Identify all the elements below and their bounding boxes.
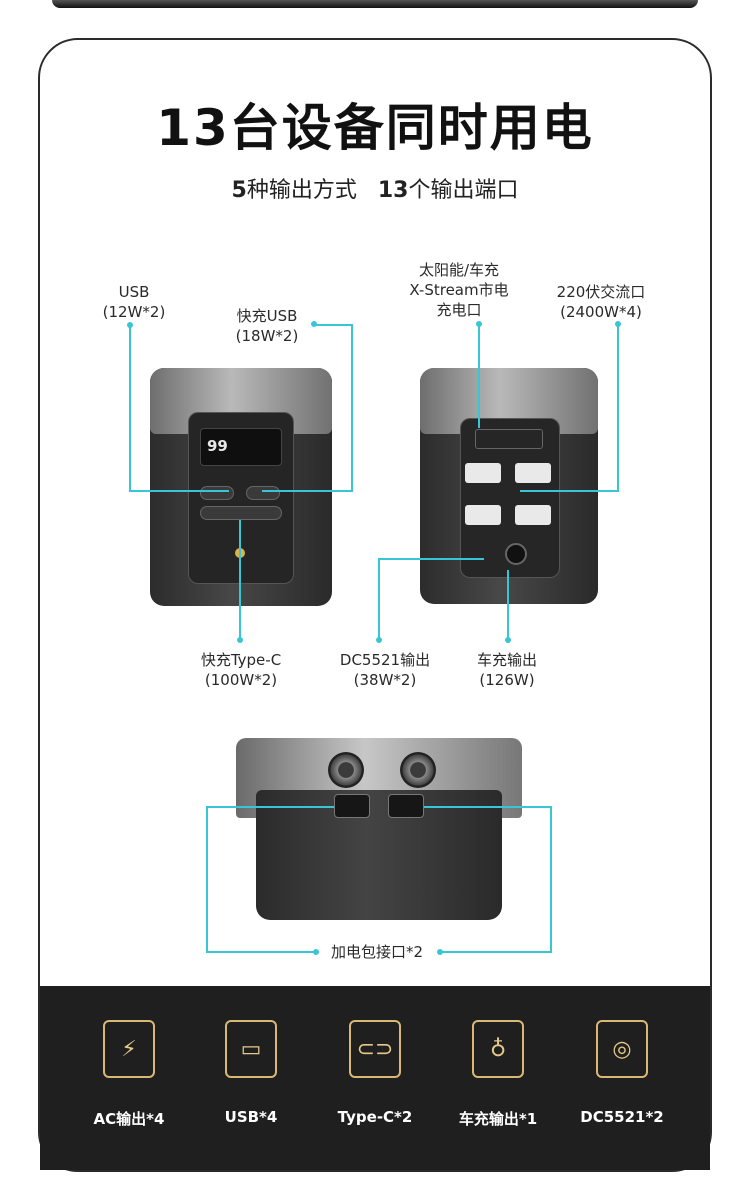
- ac-label: 220伏交流口(2400W*4): [556, 283, 646, 321]
- usb-port-pair: [200, 486, 234, 500]
- car-callout-dot: [505, 637, 511, 643]
- fast-usb-callout-line: [262, 490, 353, 492]
- dc5521-icon: ◎: [596, 1020, 648, 1078]
- type-c-summary-label: Type-C*2: [337, 1108, 413, 1126]
- extra-battery-unit-body: [256, 790, 502, 920]
- fan-icon: [328, 752, 364, 788]
- fast-usb-callout-line: [314, 324, 352, 326]
- extra-callout-line: [206, 806, 334, 808]
- dc5521-callout-line: [378, 558, 380, 640]
- output-mode-count: 5: [231, 178, 247, 203]
- ac-outlet: [515, 505, 551, 525]
- input-port-group: [475, 429, 543, 449]
- solar-callout-line: [478, 324, 480, 428]
- dc5521-callout-line: [378, 558, 484, 560]
- extra-callout-line: [206, 951, 314, 953]
- fast-usb-callout-line: [351, 324, 353, 491]
- ac-outlet: [465, 463, 501, 483]
- type-c-callout-line: [239, 520, 241, 638]
- extra-callout-line: [550, 806, 552, 952]
- extra-battery-port: [334, 794, 370, 818]
- car-charger-icon: ♁: [472, 1020, 524, 1078]
- extra-callout-line: [442, 951, 552, 953]
- extra-callout-dot: [437, 949, 443, 955]
- fan-icon: [400, 752, 436, 788]
- type-c-label: 快充Type-C(100W*2): [200, 651, 282, 689]
- top-bar: [52, 0, 698, 8]
- type-c-port-row: [200, 506, 282, 520]
- ac-outlet-icon: ⚡: [103, 1020, 155, 1078]
- ac-callout-line: [520, 490, 619, 492]
- usb-summary-label: USB*4: [224, 1108, 278, 1126]
- battery-percent: 99: [207, 437, 228, 455]
- type-c-icon: ⊂⊃: [349, 1020, 401, 1078]
- ac-outlet: [515, 463, 551, 483]
- type-c-callout-dot: [237, 637, 243, 643]
- ac-callout-line: [617, 324, 619, 492]
- car-label: 车充输出(126W): [476, 651, 537, 689]
- output-port-text: 个输出端口: [408, 178, 519, 203]
- car-callout-line: [507, 570, 509, 638]
- car-charger-port: [505, 543, 527, 565]
- page-title: 13台设备同时用电: [156, 99, 594, 157]
- subtitle: 5种输出方式 13个输出端口: [0, 172, 750, 204]
- ac-summary-label: AC输出*4: [93, 1110, 165, 1128]
- car-summary-label: 车充输出*1: [458, 1110, 538, 1128]
- dc5521-summary-label: DC5521*2: [580, 1108, 664, 1126]
- ac-outlet: [465, 505, 501, 525]
- back-port-panel: [460, 418, 560, 578]
- fast-usb-label: 快充USB(18W*2): [235, 307, 299, 345]
- extra-callout-line: [424, 806, 552, 808]
- usb-callout-line: [129, 325, 131, 491]
- usb-icon: ▭: [225, 1020, 277, 1078]
- fast-usb-port-pair: [246, 486, 280, 500]
- usb-callout-line: [129, 490, 229, 492]
- output-mode-text: 种输出方式: [246, 178, 357, 203]
- extra-callout-line: [206, 806, 208, 952]
- front-display-screen: 99: [200, 428, 282, 466]
- dc5521-label: DC5521输出(38W*2): [339, 651, 431, 689]
- extra-battery-label: 加电包接口*2: [330, 943, 424, 961]
- feature-card: [38, 38, 712, 1172]
- output-port-count: 13: [377, 178, 409, 203]
- usb-label: USB(12W*2): [102, 283, 166, 321]
- solar-callout-dot: [476, 321, 482, 327]
- extra-callout-dot: [313, 949, 319, 955]
- extra-battery-port: [388, 794, 424, 818]
- port-summary-strip: ⚡ AC输出*4 ▭ USB*4 ⊂⊃ Type-C*2 ♁ 车充输出*1 ◎ …: [40, 986, 710, 1170]
- dc5521-callout-dot: [376, 637, 382, 643]
